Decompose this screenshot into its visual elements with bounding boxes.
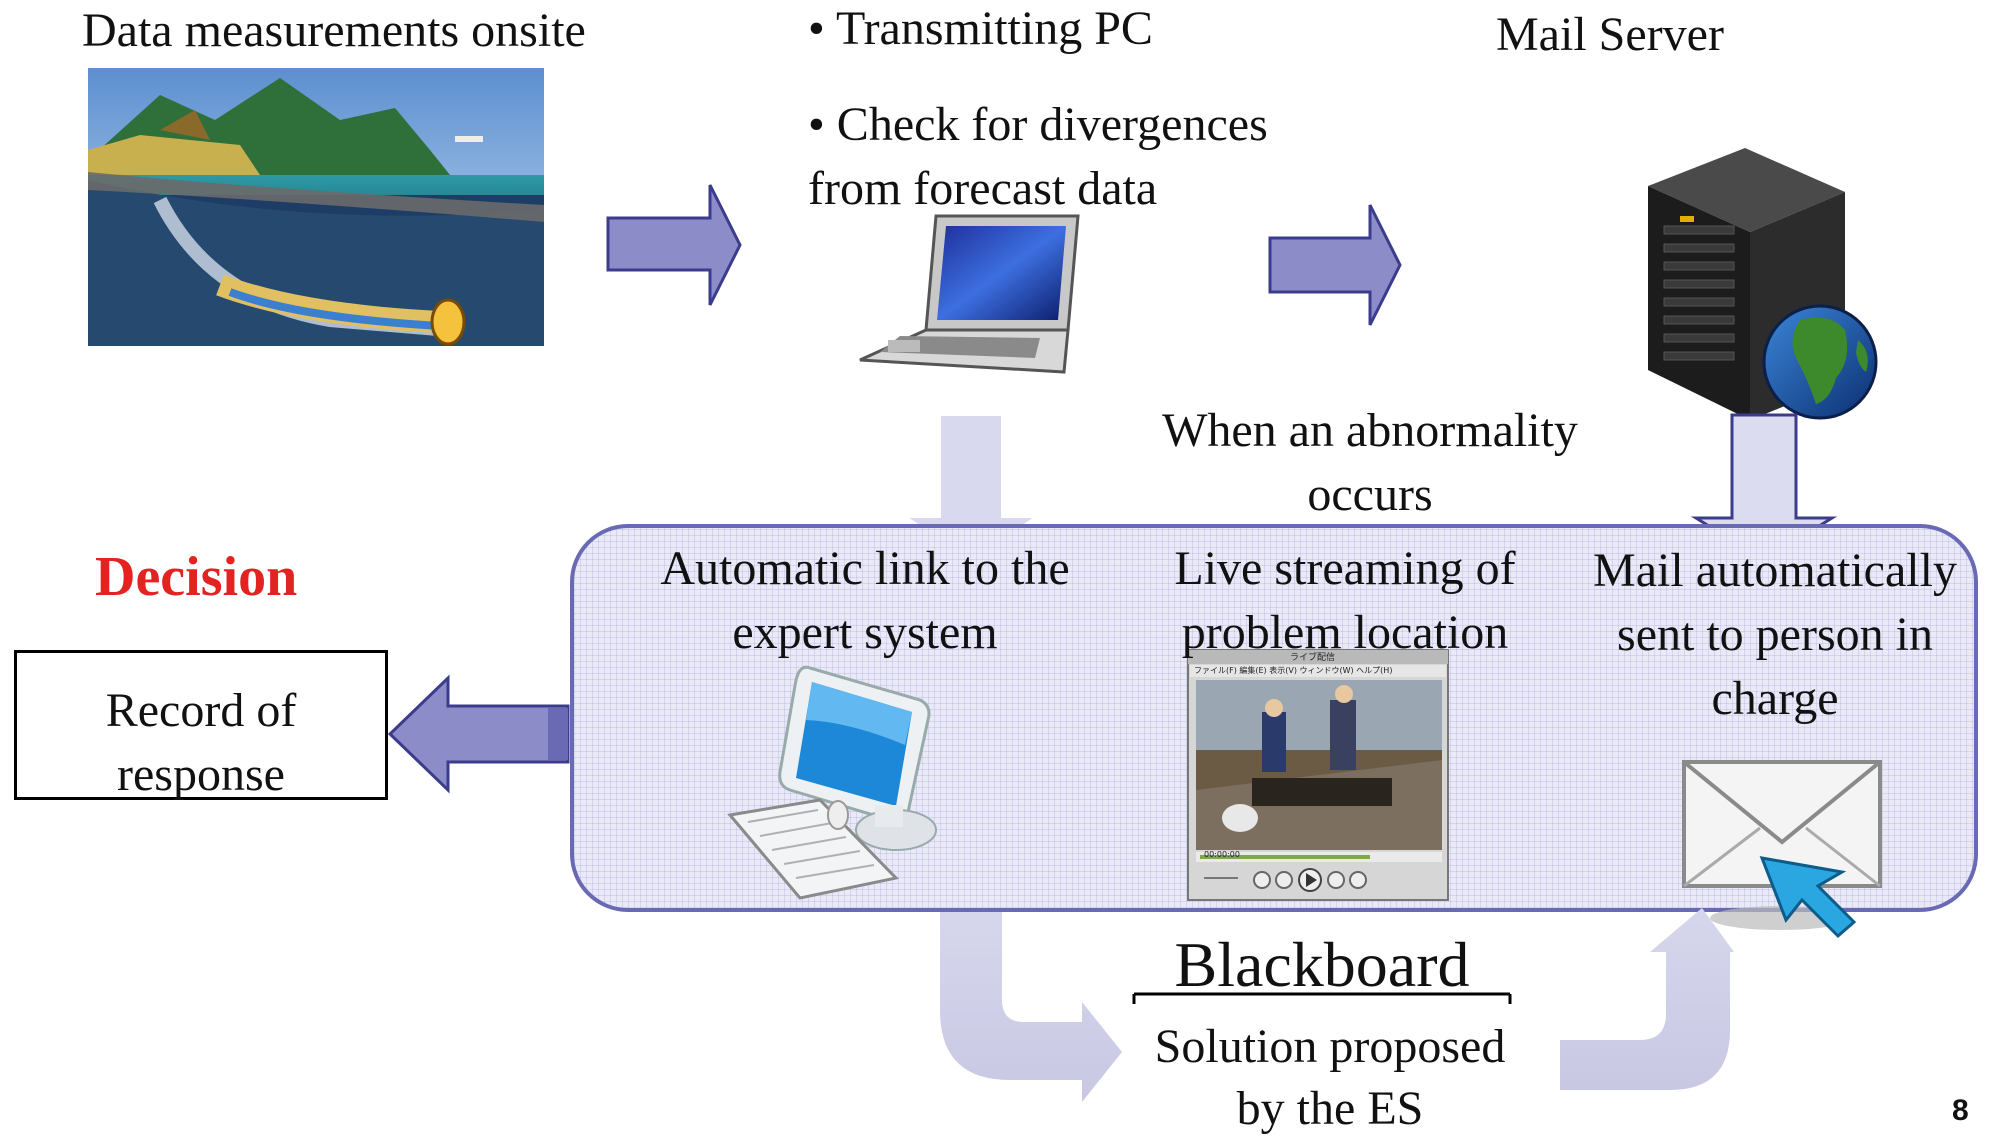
video-title: ライブ配信 — [1290, 653, 1336, 663]
video-menu-bar: ファイル(F) 編集(E) 表示(V) ウィンドウ(W) ヘルプ(H) — [1194, 666, 1393, 675]
abnormality-label: When an abnormality — [1162, 404, 1578, 457]
laptop-icon — [859, 214, 1080, 374]
mail-auto-label: Mail automatically — [1593, 544, 1957, 597]
live-streaming-label: Live streaming of — [1174, 542, 1516, 595]
transmitting-pc-label: • Transmitting PC — [808, 2, 1153, 55]
tunnel-site-illustration — [88, 68, 544, 346]
arrow-panel-to-blackboard — [940, 912, 1122, 1102]
solution-proposed-label: Solution proposed — [1154, 1020, 1506, 1073]
expert-system-label: expert system — [732, 606, 998, 659]
cursor-arrow-icon — [1759, 856, 1857, 939]
problem-location-label: problem location — [1181, 606, 1509, 659]
video-time: 00:00:00 — [1204, 850, 1240, 859]
decision-label: Decision — [95, 546, 298, 608]
record-label: Record of — [105, 684, 297, 737]
check-divergences-label: • Check for divergences — [808, 98, 1268, 151]
arrow-blackboard-to-mail — [1560, 908, 1734, 1090]
by-the-es-label: by the ES — [1236, 1082, 1424, 1135]
sent-to-person-label: sent to person in — [1617, 608, 1933, 661]
record-of-response-box — [14, 650, 388, 800]
mail-server-label: Mail Server — [1496, 8, 1724, 61]
response-label: response — [117, 748, 285, 801]
video-player-window — [1187, 649, 1449, 901]
envelope-icon — [1682, 760, 1882, 939]
arrow-to-server — [1268, 204, 1402, 326]
mail-server-icon — [1648, 148, 1878, 420]
arrow-to-record — [387, 674, 570, 794]
abnormality-occurs-label: occurs — [1307, 468, 1433, 521]
page-number: 8 — [1952, 1094, 1969, 1127]
blackboard-label: Blackboard — [1174, 929, 1470, 1000]
forecast-data-label: from forecast data — [808, 162, 1158, 215]
desktop-computer-icon — [727, 665, 937, 900]
data-measurements-label: Data measurements onsite — [82, 4, 586, 57]
arrow-to-pc — [606, 184, 742, 306]
charge-label: charge — [1711, 672, 1839, 725]
auto-link-label: Automatic link to the — [660, 542, 1070, 595]
